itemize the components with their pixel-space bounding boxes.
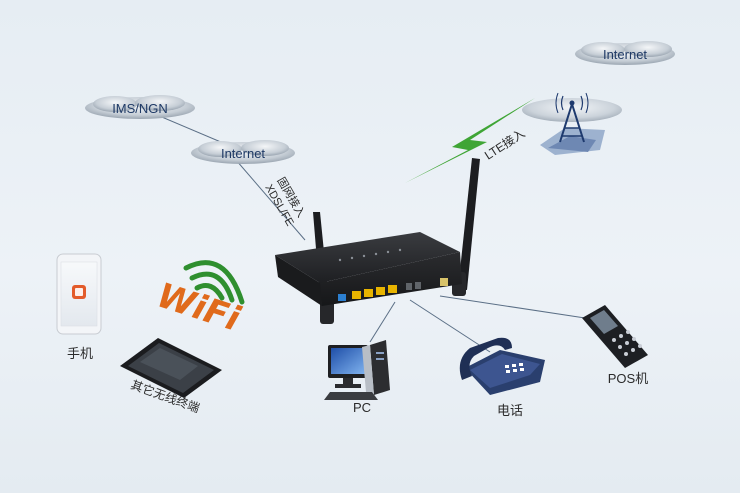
pc-label: PC bbox=[353, 400, 371, 415]
phone-label: 手机 bbox=[67, 346, 93, 361]
port-lan-3 bbox=[376, 287, 385, 295]
pc bbox=[324, 340, 390, 400]
line-router-to-pc bbox=[369, 301, 396, 343]
port-lan-2 bbox=[364, 289, 373, 297]
cloud-internet-left: Internet bbox=[191, 140, 295, 164]
pos-screen bbox=[590, 310, 618, 334]
line-internet-to-router bbox=[235, 159, 306, 241]
cloud-internet-top-label: Internet bbox=[603, 47, 647, 62]
mobile-phone bbox=[56, 253, 102, 335]
lte-base-station bbox=[522, 92, 622, 155]
pos-label: POS机 bbox=[608, 371, 648, 386]
router-status-leds bbox=[338, 248, 402, 262]
cloud-internet-top: Internet bbox=[575, 41, 675, 65]
cloud-ims-label: IMS/NGN bbox=[112, 101, 168, 116]
tablet bbox=[120, 338, 222, 398]
keypad bbox=[505, 363, 524, 373]
router-ports bbox=[338, 278, 448, 301]
port-phone-1 bbox=[406, 283, 412, 290]
port-lan-1 bbox=[352, 291, 361, 299]
lightning-bolt-icon bbox=[405, 98, 535, 183]
cloud-ims-ngn: IMS/NGN bbox=[85, 95, 195, 119]
telephone-handset-icon bbox=[459, 337, 512, 380]
keyboard bbox=[324, 392, 378, 400]
line-router-to-pos bbox=[439, 295, 586, 319]
router-side bbox=[275, 255, 322, 306]
router bbox=[275, 158, 480, 324]
pos-terminal bbox=[582, 305, 648, 368]
port-lan-4 bbox=[388, 285, 397, 293]
line-router-to-telephone bbox=[409, 299, 491, 353]
wifi-waves-icon bbox=[183, 260, 245, 305]
pos-keypad bbox=[612, 330, 642, 356]
telephone-label: 电话 bbox=[497, 403, 523, 418]
cloud-internet-left-label: Internet bbox=[221, 146, 265, 161]
port-usb bbox=[440, 278, 448, 286]
port-wan bbox=[338, 294, 346, 301]
wifi-logo: WiFi bbox=[152, 260, 246, 340]
antenna-tower-icon bbox=[555, 92, 589, 143]
port-phone-2 bbox=[415, 282, 421, 289]
monitor bbox=[328, 345, 368, 388]
telephone bbox=[459, 337, 545, 395]
lte-access-label: LTE接入 bbox=[481, 125, 527, 162]
router-top bbox=[275, 232, 460, 283]
pc-tower bbox=[362, 340, 390, 395]
